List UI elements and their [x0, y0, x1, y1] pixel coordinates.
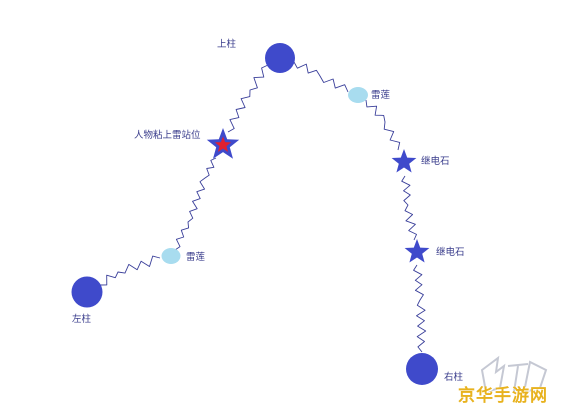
path-lotus-to-star	[174, 157, 217, 251]
thunder-lotus-left-label: 雷莲	[186, 252, 206, 263]
watermark-text: 京华手游网	[458, 386, 548, 406]
path-star-to-top	[227, 64, 269, 133]
top-pillar-label: 上柱	[217, 39, 237, 50]
path-left-to-lotus	[99, 255, 161, 286]
top-pillar-node	[265, 43, 295, 73]
path-relay2-to-right	[413, 264, 427, 353]
person-position-star-center-icon	[214, 136, 232, 152]
thunder-lotus-top-label: 雷莲	[371, 90, 391, 101]
path-lines	[99, 61, 427, 353]
thunder-lotus-left-node	[161, 248, 181, 264]
thunder-lotus-top-node	[348, 87, 368, 103]
relay-stone-2-label: 继电石	[436, 247, 465, 258]
path-lotus-to-relay1	[365, 99, 401, 151]
person-position-label: 人物粘上雷站位	[134, 130, 201, 141]
left-pillar-node	[71, 276, 103, 308]
relay-stone-1-label: 继电石	[421, 156, 450, 167]
path-top-to-lotus	[293, 61, 349, 93]
watermark-logo	[480, 355, 548, 394]
left-pillar-label: 左柱	[72, 314, 92, 325]
right-pillar-label: 右柱	[444, 372, 464, 383]
relay-stone-star-1-icon	[391, 149, 417, 173]
path-relay1-to-relay2	[401, 175, 417, 241]
right-pillar-node	[406, 353, 438, 385]
relay-stone-star-2-icon	[404, 239, 430, 263]
